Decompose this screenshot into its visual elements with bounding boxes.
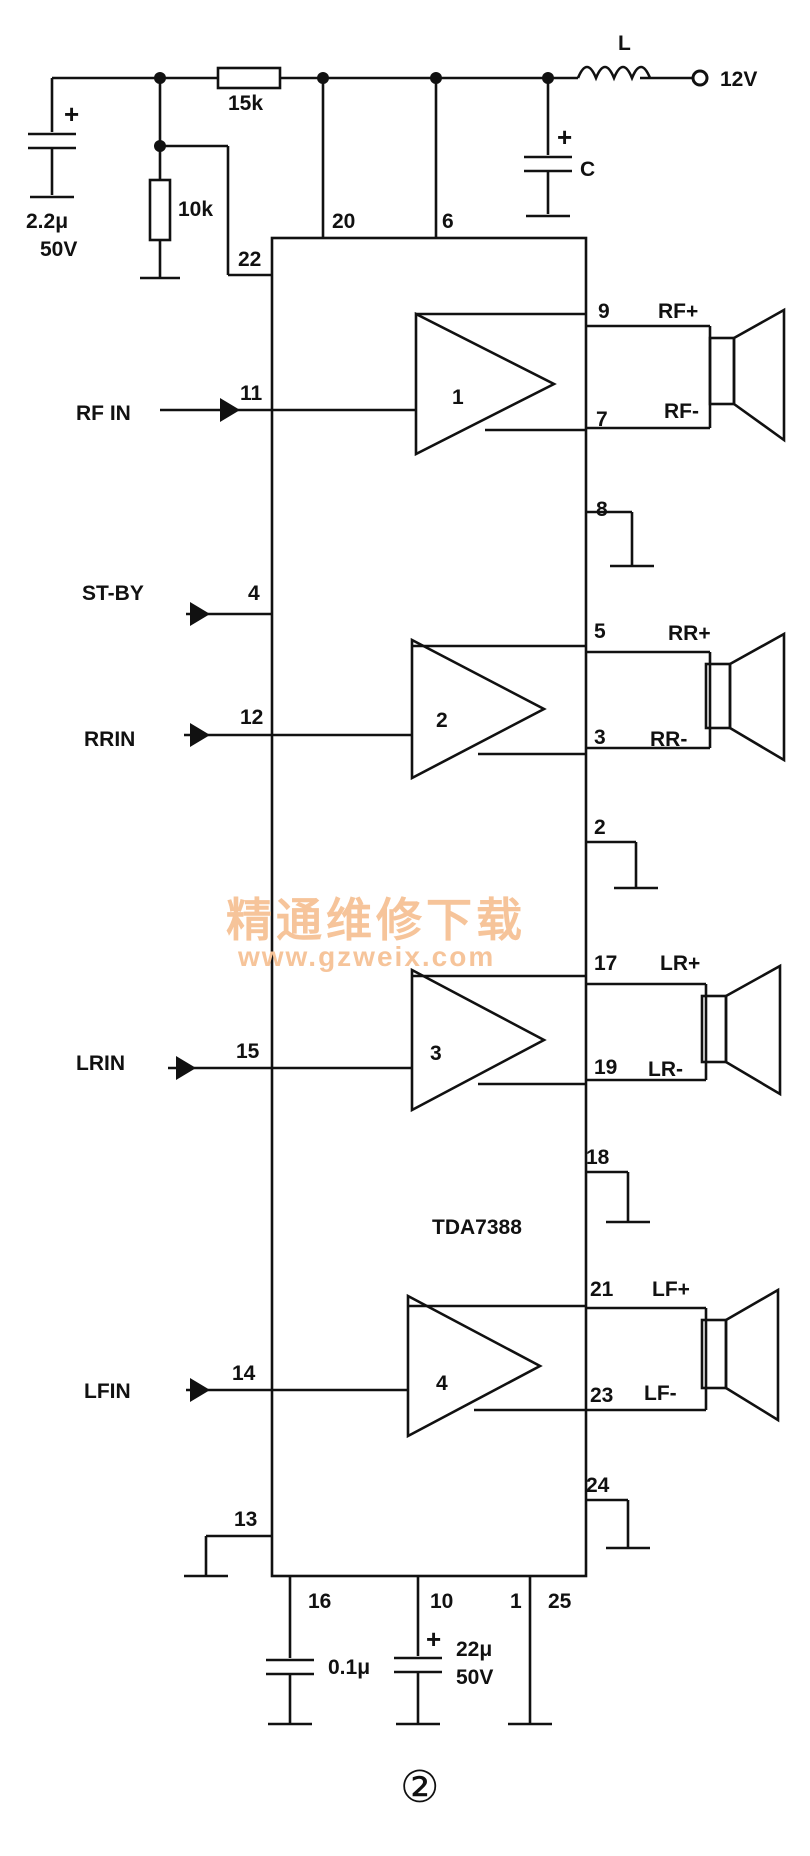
supply-cap-polarity: +: [557, 122, 572, 152]
junction-dot: [317, 72, 329, 84]
cap-10-value: 22μ: [456, 1638, 492, 1661]
amplifier-1-number: 1: [452, 386, 464, 409]
bias-cap-value: 2.2μ: [26, 210, 68, 233]
input-lr-label: LRIN: [76, 1052, 125, 1075]
supply-voltage-label: 12V: [720, 68, 757, 91]
output-rf-neg-label: RF-: [664, 400, 699, 423]
pin-18-label: 18: [586, 1146, 610, 1169]
pin-13-ground: [184, 1534, 272, 1578]
watermark-cn: 精通维修下载: [226, 893, 526, 947]
pin-9-label: 9: [598, 300, 610, 323]
speaker-cone: [724, 1287, 780, 1423]
pin-5-label: 5: [594, 620, 606, 643]
pin-11-label: 11: [240, 382, 263, 405]
standby-input: [186, 602, 272, 626]
amplifier-4: [186, 1287, 780, 1550]
input-rr-label: RRIN: [84, 728, 135, 751]
resistor-10k: [148, 178, 172, 242]
pin-8-label: 8: [596, 498, 608, 521]
resistor-10k-label: 10k: [178, 198, 213, 221]
cap-10-voltage: 50V: [456, 1666, 493, 1689]
amplifier-2: [184, 631, 786, 890]
junction-dot: [430, 72, 442, 84]
pin-25-label: 25: [548, 1590, 572, 1613]
resistor-15k: [216, 66, 282, 90]
speaker-cone: [724, 963, 782, 1097]
pin-22-label: 22: [238, 248, 261, 271]
amplifier-4-number: 4: [436, 1372, 448, 1395]
cap-16-value: 0.1μ: [328, 1656, 370, 1679]
bias-cap-voltage: 50V: [40, 238, 77, 261]
input-lf-label: LFIN: [84, 1380, 131, 1403]
pin-24-label: 24: [586, 1474, 610, 1497]
pin-19-label: 19: [594, 1056, 617, 1079]
supply-bus: + +: [28, 65, 709, 280]
bias-cap-polarity: +: [64, 99, 79, 129]
junction-dot: [154, 72, 166, 84]
pin-17-label: 17: [594, 952, 617, 975]
bottom-network: +: [266, 1576, 552, 1726]
supply-cap-label: C: [580, 158, 595, 181]
output-rf-pos-label: RF+: [658, 300, 698, 323]
supply-terminal: [691, 69, 709, 87]
amplifier-3-number: 3: [430, 1042, 442, 1065]
pin-20-label: 20: [332, 210, 355, 233]
output-lr-neg-label: LR-: [648, 1058, 683, 1081]
speaker-coil: [708, 336, 736, 406]
output-lf-pos-label: LF+: [652, 1278, 690, 1301]
pin-21-label: 21: [590, 1278, 614, 1301]
pin-7-label: 7: [596, 408, 608, 431]
amplifier-1: [160, 307, 786, 568]
junction-dot: [154, 140, 166, 152]
junction-dot: [542, 72, 554, 84]
speaker-cone: [728, 631, 786, 763]
amplifier-3: [168, 963, 782, 1224]
input-stby-label: ST-BY: [82, 582, 144, 605]
figure-number: ②: [400, 1762, 439, 1813]
output-rr-pos-label: RR+: [668, 622, 711, 645]
pin-2-label: 2: [594, 816, 606, 839]
watermark: 精通维修下载 www.gzweix.com: [226, 893, 526, 972]
amplifier-2-number: 2: [436, 709, 448, 732]
output-rr-neg-label: RR-: [650, 728, 687, 751]
pin-13-label: 13: [234, 1508, 257, 1531]
speaker-cone: [732, 307, 786, 443]
watermark-url: www.gzweix.com: [237, 941, 495, 972]
input-rf-label: RF IN: [76, 402, 131, 425]
ic-name: TDA7388: [432, 1216, 522, 1239]
pin-12-label: 12: [240, 706, 263, 729]
inductor-coil: [576, 65, 652, 82]
pin-3-label: 3: [594, 726, 606, 749]
cap-10-polarity: +: [426, 1624, 441, 1654]
pin-1-label: 1: [510, 1590, 522, 1613]
pin-10-label: 10: [430, 1590, 453, 1613]
pin-16-label: 16: [308, 1590, 331, 1613]
pin-4-label: 4: [248, 582, 260, 605]
output-lr-pos-label: LR+: [660, 952, 700, 975]
pin-23-label: 23: [590, 1384, 613, 1407]
pin-6-label: 6: [442, 210, 454, 233]
ic-body: [270, 236, 588, 1578]
pin-15-label: 15: [236, 1040, 260, 1063]
inductor-label: L: [618, 32, 631, 55]
output-lf-neg-label: LF-: [644, 1382, 677, 1405]
pin-14-label: 14: [232, 1362, 256, 1385]
resistor-15k-label: 15k: [228, 92, 263, 115]
